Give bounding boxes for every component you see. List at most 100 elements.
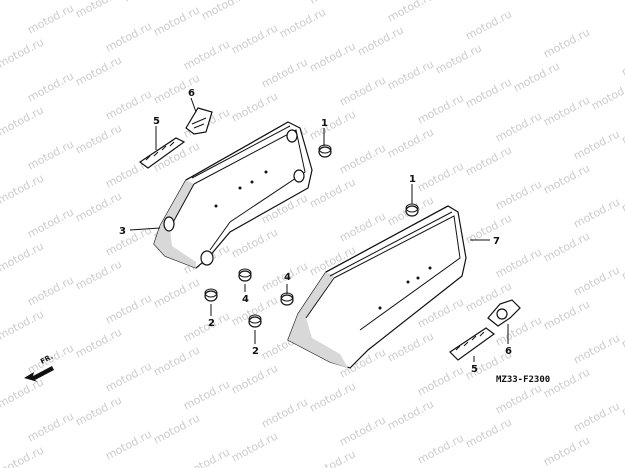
watermark-text: motod.ru [103, 291, 154, 326]
watermark-text: motod.ru [307, 379, 358, 414]
badge-6-right[interactable] [487, 299, 521, 327]
grommet-1-left[interactable] [318, 144, 332, 158]
watermark-text: motod.ru [415, 431, 466, 466]
watermark-text: motod.ru [337, 413, 388, 448]
watermark-text: motod.ru [0, 239, 46, 274]
watermark-text: motod.ru [337, 141, 388, 176]
watermark-text: motod.ru [25, 69, 76, 104]
watermark-text: motod.ru [73, 393, 124, 428]
watermark-text: motod.ru [415, 91, 466, 126]
watermark-text: motod.ru [0, 443, 46, 468]
watermark-text: motod.ru [307, 447, 358, 468]
callout-1-left: 1 [321, 118, 328, 129]
watermark-text: motod.ru [229, 361, 280, 396]
watermark-text: motod.ru [463, 211, 514, 246]
watermark-text: motod.ru [181, 37, 232, 72]
watermark-text: motod.ru [73, 189, 124, 224]
grommet-2-right[interactable] [248, 314, 262, 328]
watermark-text: motod.ru [307, 39, 358, 74]
watermark-text: motod.ru [25, 409, 76, 444]
watermark-text: motod.ru [181, 309, 232, 344]
watermark-text: motod.ru [181, 377, 232, 412]
watermark-text: motod.ru [385, 125, 436, 160]
watermark-text: motod.ru [151, 3, 202, 38]
badge-6-left[interactable] [185, 107, 213, 135]
emblem-5-right[interactable] [449, 327, 496, 361]
callout-1-right: 1 [409, 174, 416, 185]
watermark-text: motod.ru [385, 57, 436, 92]
watermark-text: motod.ru [259, 395, 310, 430]
watermark-text: motod.ru [541, 229, 592, 264]
watermark-text: motod.ru [619, 247, 625, 282]
watermark-text: motod.ru [415, 363, 466, 398]
watermark-text: motod.ru [463, 75, 514, 110]
watermark-text: motod.ru [73, 121, 124, 156]
watermark-text: motod.ru [229, 429, 280, 464]
watermark-text: motod.ru [0, 307, 46, 342]
watermark-text: motod.ru [541, 297, 592, 332]
watermark-text: motod.ru [589, 77, 625, 112]
watermark-text: motod.ru [493, 381, 544, 416]
watermark-text: motod.ru [73, 257, 124, 292]
watermark-text: motod.ru [307, 175, 358, 210]
watermark-text: motod.ru [541, 161, 592, 196]
grommet-2-left[interactable] [204, 288, 218, 302]
watermark-text: motod.ru [337, 73, 388, 108]
watermark-text: motod.ru [571, 263, 622, 298]
callout-6-left: 6 [188, 88, 195, 99]
watermark-text: motod.ru [619, 179, 625, 214]
watermark-text: motod.ru [103, 427, 154, 462]
diagram-code: MZ33-F2300 [496, 375, 550, 385]
watermark-text: motod.ru [229, 89, 280, 124]
emblem-5-left[interactable] [138, 137, 186, 169]
watermark-text: motod.ru [103, 359, 154, 394]
watermark-text: motod.ru [463, 143, 514, 178]
watermark-text: motod.ru [415, 159, 466, 194]
watermark-text: motod.ru [541, 433, 592, 468]
watermark-text: motod.ru [229, 21, 280, 56]
watermark-text: motod.ru [0, 35, 46, 70]
grommet-4-right[interactable] [280, 292, 294, 306]
grommet-4-left[interactable] [238, 268, 252, 282]
watermark-text: motod.ru [259, 55, 310, 90]
watermark-text: motod.ru [493, 177, 544, 212]
watermark-text: motod.ru [619, 43, 625, 78]
watermark-text: motod.ru [0, 103, 46, 138]
right-side-cover[interactable] [287, 205, 467, 369]
watermark-text: motod.ru [385, 397, 436, 432]
watermark-text: motod.ru [463, 7, 514, 42]
watermark-text: motod.ru [0, 171, 46, 206]
watermark-text: motod.ru [121, 0, 172, 5]
watermark-text: motod.ru [571, 331, 622, 366]
watermark-text: motod.ru [307, 107, 358, 142]
watermark-text: motod.ru [103, 87, 154, 122]
watermark-text: motod.ru [199, 0, 250, 23]
watermark-text: motod.ru [493, 109, 544, 144]
watermark-text: motod.ru [151, 411, 202, 446]
watermark-text: motod.ru [73, 53, 124, 88]
callout-7: 7 [493, 236, 500, 247]
watermark-text: motod.ru [385, 0, 436, 25]
watermark-text: motod.ru [73, 0, 124, 21]
callout-2-right: 2 [252, 346, 259, 357]
watermark-text: motod.ru [463, 415, 514, 450]
watermark-text: motod.ru [151, 275, 202, 310]
watermark-text: motod.ru [25, 205, 76, 240]
watermark-text: motod.ru [571, 127, 622, 162]
watermark-text: motod.ru [25, 137, 76, 172]
watermark-text: motod.ru [277, 5, 328, 40]
watermark-text: motod.ru [571, 195, 622, 230]
watermark-text: motod.ru [571, 399, 622, 434]
watermark-text: motod.ru [541, 25, 592, 60]
watermark-text: motod.ru [229, 225, 280, 260]
watermark-text: motod.ru [385, 329, 436, 364]
watermark-text: motod.ru [433, 41, 484, 76]
watermark-text: motod.ru [493, 245, 544, 280]
callout-2-left: 2 [208, 318, 215, 329]
watermark-text: motod.ru [0, 0, 46, 3]
left-side-cover[interactable] [153, 121, 313, 269]
callout-3: 3 [119, 226, 126, 237]
callout-5-right: 5 [471, 364, 478, 375]
watermark-text: motod.ru [103, 19, 154, 54]
